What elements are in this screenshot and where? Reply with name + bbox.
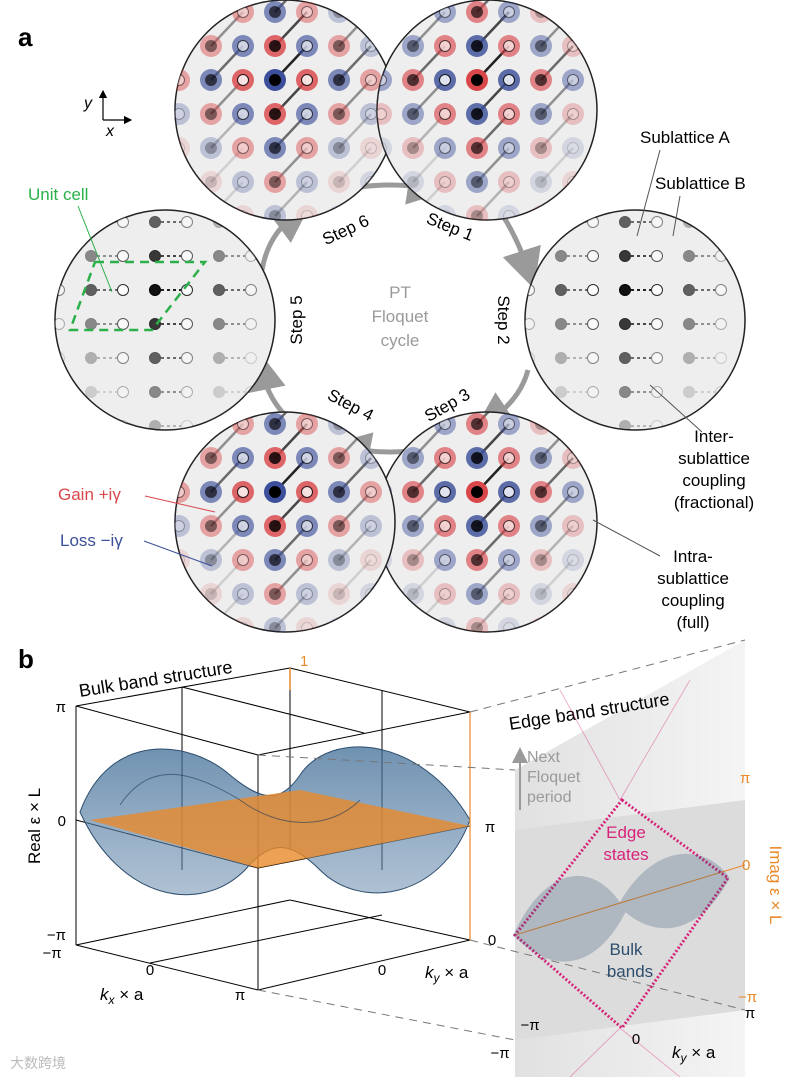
edge-continuation — [559, 679, 691, 1077]
bulk-bands-line-2: bands — [607, 962, 653, 981]
kx-tick-pi: π — [235, 987, 245, 1004]
inter-line-1: Inter- — [694, 427, 734, 446]
panel-a-label: a — [18, 22, 33, 52]
loss-label: Loss −iγ — [60, 531, 123, 550]
real-axis-label: Real ε × L — [25, 788, 44, 864]
panel-b-label: b — [18, 644, 34, 674]
cycle-center-text: PT Floquet cycle — [372, 283, 429, 350]
center-line-1: PT — [389, 283, 411, 302]
inter-coupling-annotation: Inter- sublattice coupling (fractional) — [649, 384, 754, 512]
step-circle-3 — [524, 209, 746, 431]
intra-line-1: Intra- — [673, 547, 713, 566]
imag-tick-neg-pi: −π — [738, 989, 757, 1006]
next-line-3: period — [527, 789, 571, 806]
edge-tick-neg-pi-left: −π — [490, 1045, 509, 1062]
intra-line-4: (full) — [676, 613, 709, 632]
inter-line-3: coupling — [682, 471, 745, 490]
bulk-imag-axis: 1 — [289, 653, 471, 940]
next-period: Next Floquet period — [512, 747, 581, 810]
sublattice-a-label: Sublattice A — [640, 128, 730, 147]
kx-tick-neg-pi: −π — [42, 945, 61, 962]
watermark: 大数跨境 — [10, 1055, 66, 1071]
intra-coupling-annotation: Intra- sublattice coupling (full) — [592, 519, 729, 632]
gain-label: Gain +iγ — [58, 485, 121, 504]
step-5-label: Step 5 — [287, 295, 306, 344]
real-tick-neg-pi: −π — [47, 927, 66, 944]
edge-imag-zero-line — [514, 864, 746, 936]
edge-bulk-bands — [513, 853, 730, 962]
sublattice-annotations: Sublattice A Sublattice B — [636, 128, 746, 237]
unit-cell-annotation: Unit cell — [28, 185, 208, 332]
bulk-bands-label: Bulk bands — [607, 940, 653, 981]
bulk-bands-line-1: Bulk — [609, 940, 643, 959]
step-6-label: Step 6 — [319, 211, 372, 249]
intra-line-2: sublattice — [657, 569, 729, 588]
imag-tick-0: 0 — [742, 857, 750, 874]
step-circle-5 — [174, 411, 396, 633]
unit-cell-label: Unit cell — [28, 185, 88, 204]
ky-tick-0-bulk: 0 — [378, 962, 386, 979]
ky-axis-label-edge: ky × a — [672, 1043, 716, 1065]
inter-line-4: (fractional) — [674, 493, 754, 512]
step-circle-2 — [376, 0, 598, 221]
imag-tick-1: 1 — [300, 653, 308, 670]
next-line-2: Floquet — [527, 769, 581, 786]
edge-tick-neg-pi: −π — [520, 1017, 539, 1034]
step-circle-4 — [376, 411, 598, 633]
step-circle-6 — [54, 209, 276, 431]
y-axis-label: y — [83, 95, 93, 112]
edge-states-line-2: states — [603, 845, 648, 864]
kx-axis-label: kx × a — [100, 985, 144, 1007]
ky-tick-pi-bulk: π — [485, 819, 495, 836]
imag-axis-label: Imag ε × L — [766, 846, 785, 925]
step-2-label: Step 2 — [494, 295, 513, 344]
real-tick-0: 0 — [58, 813, 66, 830]
dashed-connectors — [257, 639, 746, 1041]
real-axis-ticks: π 0 −π — [47, 699, 66, 944]
edge-tick-0: 0 — [632, 1031, 640, 1048]
center-line-2: Floquet — [372, 307, 429, 326]
step-circle-1 — [174, 0, 396, 221]
next-line-1: Next — [527, 749, 560, 766]
real-tick-pi: π — [56, 699, 66, 716]
edge-tick-pi: π — [745, 1005, 755, 1022]
sublattice-b-label: Sublattice B — [655, 174, 746, 193]
imag-axis-ticks: π 0 −π — [738, 770, 757, 1006]
intra-line-3: coupling — [661, 591, 724, 610]
bulk-bands — [79, 746, 471, 896]
step-circles — [54, 0, 746, 633]
edge-ky-ticks: −π −π 0 π — [490, 1005, 755, 1062]
gain-loss-annotations: Gain +iγ Loss −iγ — [58, 485, 216, 567]
ky-axis-label-bulk: ky × a — [425, 963, 469, 985]
kx-ticks: −π 0 π — [42, 945, 245, 1004]
imag-tick-pi: π — [740, 770, 750, 787]
edge-states-label: Edge states — [603, 823, 648, 864]
edge-band-panel — [515, 640, 745, 1077]
kx-tick-0: 0 — [146, 962, 154, 979]
ky-tick-0-edge-left: 0 — [488, 932, 496, 949]
step-4-label: Step 4 — [324, 385, 376, 425]
ky-ticks-bulk: 0 π 0 — [378, 819, 496, 979]
x-axis-label: x — [105, 123, 115, 140]
center-line-3: cycle — [381, 331, 420, 350]
inter-line-2: sublattice — [678, 449, 750, 468]
xy-axes-icon: y x — [83, 89, 133, 140]
edge-states-line-1: Edge — [606, 823, 646, 842]
